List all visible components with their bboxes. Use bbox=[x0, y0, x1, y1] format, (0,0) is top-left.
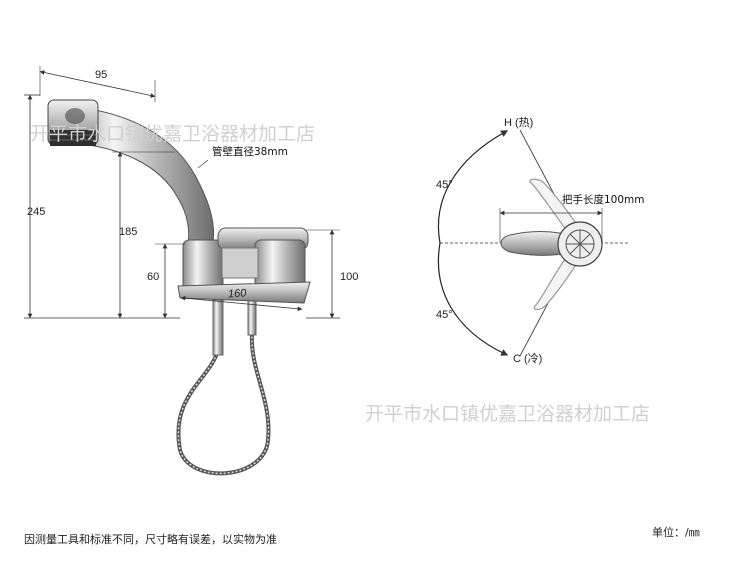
cold-arc bbox=[437, 242, 509, 356]
watermark-bottom: 开平市水口镇优嘉卫浴器材加工店 bbox=[365, 403, 650, 425]
dim-base-length: 160 bbox=[228, 287, 248, 300]
dim-top-width: 95 bbox=[95, 69, 107, 81]
spray-head bbox=[47, 99, 99, 146]
cold-angle-label: 45° bbox=[436, 309, 453, 321]
disclaimer-note: 因测量工具和标准不同，尺寸略有误差，以实物为准 bbox=[24, 533, 277, 546]
dim-spout-height: 185 bbox=[119, 226, 137, 238]
hot-label: H (热) bbox=[504, 116, 533, 129]
unit-label: 单位：/㎜ bbox=[652, 526, 700, 539]
dim-body-height: 60 bbox=[147, 271, 159, 283]
watermark-top: 开平市水口镇优嘉卫浴器材加工店 bbox=[30, 123, 315, 145]
dim-base-height: 100 bbox=[340, 271, 358, 283]
handle-length-label: 把手长度100mm bbox=[562, 193, 645, 206]
pipe-diameter-label: 管壁直径38mm bbox=[212, 145, 288, 158]
cartridge-hub bbox=[557, 221, 603, 267]
handle-rotation-view: H (热) C (冷) 45° 45° 把手长度100mm bbox=[436, 116, 645, 365]
faucet-side-view: 95 245 185 60 100 160 管壁直径38mm bbox=[24, 66, 358, 476]
hose bbox=[176, 334, 271, 476]
hot-arc bbox=[437, 130, 509, 244]
cold-label: C (冷) bbox=[513, 352, 542, 365]
dim-total-height: 245 bbox=[27, 206, 45, 218]
hot-angle-label: 45° bbox=[436, 179, 453, 191]
hose-connector bbox=[212, 299, 224, 356]
